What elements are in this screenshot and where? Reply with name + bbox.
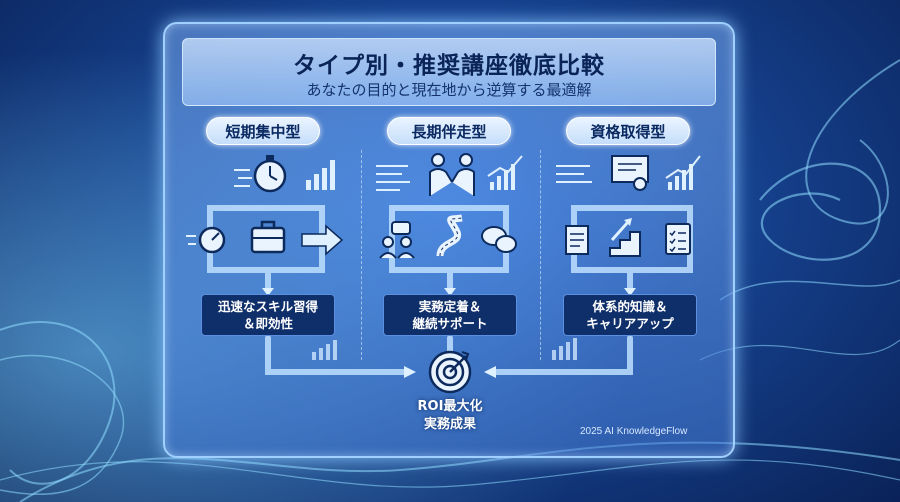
column-divider-2 xyxy=(540,150,541,360)
title-banner xyxy=(182,38,716,106)
page-subtitle: あなたの目的と現在地から逆算する最適解 xyxy=(306,81,592,99)
type-label-cert: 資格取得型 xyxy=(566,117,690,145)
benefit-line: 実務定着＆ xyxy=(418,299,482,314)
benefit-line: キャリアアップ xyxy=(586,316,674,331)
column-divider-1 xyxy=(361,150,362,360)
benefit-line: 継続サポート xyxy=(412,316,488,331)
page-title: タイプ別・推奨講座徹底比較 xyxy=(293,53,605,79)
result-line: ROI最大化 xyxy=(417,399,483,414)
benefit-box-cert: 体系的知識＆ キャリアアップ xyxy=(563,294,697,336)
benefit-line: 迅速なスキル習得 xyxy=(217,299,318,314)
copyright: 2025 AI KnowledgeFlow xyxy=(580,426,688,437)
benefit-box-short: 迅速なスキル習得 ＆即効性 xyxy=(201,294,335,336)
type-label-long: 長期伴走型 xyxy=(387,117,511,145)
benefit-box-long: 実務定着＆ 継続サポート xyxy=(383,294,517,336)
result-label: ROI最大化 実務成果 xyxy=(392,398,508,434)
benefit-line: ＆即効性 xyxy=(242,316,293,331)
benefit-line: 体系的知識＆ xyxy=(592,299,668,314)
type-label-short: 短期集中型 xyxy=(206,117,320,145)
result-line: 実務成果 xyxy=(423,417,476,432)
